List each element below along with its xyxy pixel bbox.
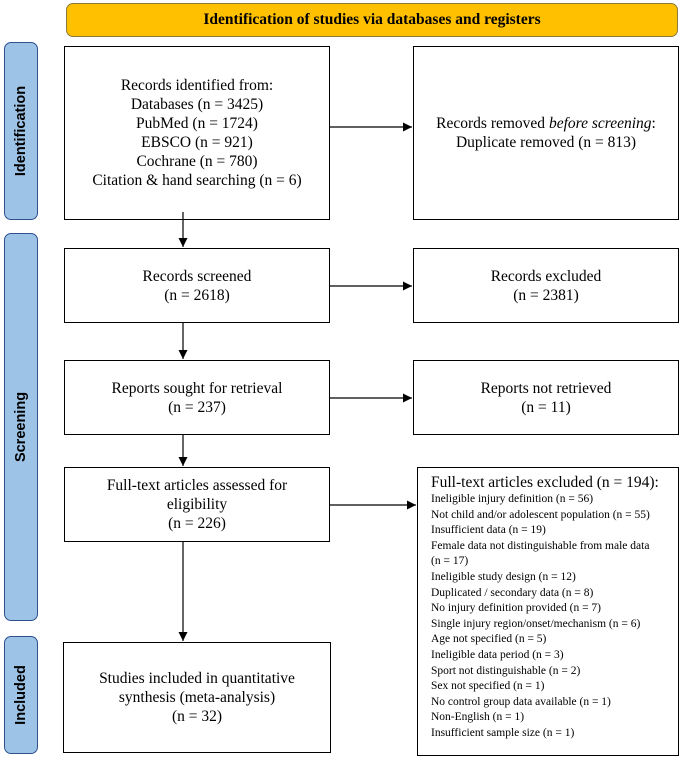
records-excluded-title: Records excluded: [490, 267, 602, 285]
reports-not-retrieved-box: Reports not retrieved (n = 11): [413, 360, 679, 435]
phase-included: Included: [4, 636, 38, 754]
records-identified-box: Records identified from: Databases (n = …: [64, 46, 330, 220]
reports-not-retrieved-title: Reports not retrieved: [480, 379, 612, 397]
exclusion-reason: Single injury region/onset/mechanism (n …: [431, 617, 641, 630]
reports-not-retrieved-count: (n = 11): [521, 398, 571, 416]
records-identified-line: PubMed (n = 1724): [136, 115, 258, 132]
records-screened-box: Records screened (n = 2618): [64, 248, 330, 323]
diagram-header: Identification of studies via databases …: [66, 3, 678, 37]
exclusion-reason: Ineligible study design (n = 12): [431, 570, 576, 583]
studies-included-line: synthesis (meta-analysis): [118, 689, 276, 706]
exclusion-reason: Insufficient data (n = 19): [431, 524, 546, 537]
exclusion-reason: Sport not distinguishable (n = 2): [431, 664, 581, 677]
exclusion-reason: Not child and/or adolescent population (…: [431, 508, 650, 521]
reports-sought-title: Reports sought for retrieval: [111, 379, 283, 397]
records-removed-box: Records removed before screening: Duplic…: [413, 46, 679, 220]
records-excluded-box: Records excluded (n = 2381): [413, 248, 679, 323]
records-identified-line: Cochrane (n = 780): [136, 153, 258, 170]
fulltext-assessed-title: Full-text articles assessed for: [106, 477, 288, 494]
exclusion-reason: No injury definition provided (n = 7): [431, 602, 602, 615]
reports-sought-box: Reports sought for retrieval (n = 237): [64, 360, 330, 435]
records-excluded-count: (n = 2381): [513, 286, 579, 304]
exclusion-reason: Ineligible injury definition (n = 56): [431, 493, 594, 505]
exclusion-reason: Insufficient sample size (n = 1): [431, 726, 575, 739]
reports-sought-count: (n = 237): [168, 398, 226, 416]
phase-screening: Screening: [4, 233, 38, 621]
exclusion-reason: No control group data available (n = 1): [431, 695, 611, 708]
exclusion-reason: (n = 17): [431, 555, 469, 568]
studies-included-box: Studies included in quantitative synthes…: [63, 642, 331, 753]
exclusion-reason: Age not specified (n = 5): [431, 633, 547, 646]
phase-identification: Identification: [4, 42, 38, 220]
fulltext-assessed-title: eligibility: [166, 496, 228, 513]
records-identified-title: Records identified from:: [120, 77, 274, 94]
header-title: Identification of studies via databases …: [203, 11, 541, 28]
records-identified-line: EBSCO (n = 921): [141, 134, 253, 151]
records-removed-title: Records removed before screening:: [436, 115, 656, 132]
exclusion-reason: Duplicated / secondary data (n = 8): [431, 586, 594, 599]
fulltext-excluded-title: Full-text articles excluded (n = 194):: [431, 474, 659, 491]
exclusion-reason: Female data not distinguishable from mal…: [431, 539, 650, 552]
records-identified-line: Citation & hand searching (n = 6): [92, 172, 302, 189]
records-screened-count: (n = 2618): [164, 286, 230, 304]
fulltext-excluded-box: Full-text articles excluded (n = 194): I…: [417, 467, 679, 756]
fulltext-assessed-box: Full-text articles assessed for eligibil…: [64, 467, 330, 542]
records-identified-line: Databases (n = 3425): [130, 96, 264, 113]
records-removed-line: Duplicate removed (n = 813): [455, 134, 637, 151]
fulltext-assessed-count: (n = 226): [168, 515, 226, 532]
studies-included-line: Studies included in quantitative: [99, 670, 295, 687]
studies-included-count: (n = 32): [171, 708, 223, 725]
records-screened-title: Records screened: [142, 267, 252, 285]
exclusion-reason: Non-English (n = 1): [431, 711, 525, 724]
exclusion-reason: Ineligible data period (n = 3): [431, 648, 564, 661]
exclusion-reason: Sex not specified (n = 1): [431, 680, 545, 693]
